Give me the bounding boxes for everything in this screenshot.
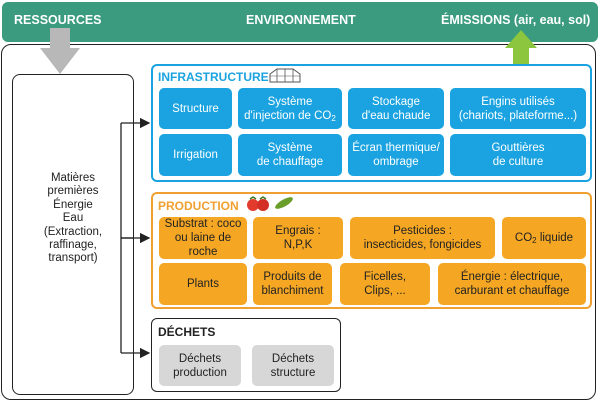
card-label: Produits de [263,271,322,283]
card-label-text: CO [514,232,533,244]
card-co2-injection: Système d'injection de CO2 [238,88,342,129]
card-label: Irrigation [173,149,218,161]
resources-line: (Extraction, [43,225,103,238]
card-structure-waste: Déchets structure [252,345,334,386]
resources-label: RESSOURCES [14,13,102,27]
card-liquid-co2: CO2 liquide [502,217,586,259]
resources-line: raffinage, [49,239,97,252]
card-production-waste: Déchets production [159,345,241,386]
card-pesticides: Pesticides : insecticides, fongicides [350,217,495,259]
card-label: N,P,K [283,239,313,251]
card-label: Écran thermique/ [352,142,440,154]
card-label: Ficelles, [363,271,407,283]
production-title: PRODUCTION [158,199,239,213]
card-gutters: Gouttières de culture [450,134,586,176]
card-label: ou laine de roche [174,232,232,258]
card-heating-system: Système de chauffage [238,134,342,176]
card-label: Substrat : coco [164,218,242,230]
card-label: Engins utilisés [481,95,555,108]
resources-line: Matières [50,172,96,184]
card-label-text: d'injection de CO [244,109,332,122]
card-irrigation: Irrigation [159,134,232,176]
card-label: Pesticides : [393,225,452,237]
card-label: Plants [187,278,219,290]
infrastructure-title: INFRASTRUCTURE [158,70,269,84]
emissions-label: ÉMISSIONS (air, eau, sol) [441,13,591,27]
card-label: Déchets [178,352,222,365]
card-strings-clips: Ficelles, Clips, ... [340,263,430,305]
card-label: (chariots, plateforme...) [458,109,578,122]
card-structure: Structure [159,88,232,129]
resources-line: transport) [48,252,98,265]
card-label: blanchiment [261,285,324,297]
card-thermal-screen: Écran thermique/ ombrage [348,134,444,176]
waste-title: DÉCHETS [158,325,216,339]
card-label-text: liquide [536,232,574,244]
card-label: structure [270,366,316,379]
card-machines: Engins utilisés (chariots, plateforme...… [450,88,586,129]
card-label: Gouttières [491,142,545,154]
subscript: 2 [331,113,336,123]
card-label: carburant et chauffage [454,285,570,297]
resources-line: premières [47,185,99,198]
resources-text: Matières premières Énergie Eau (Extracti… [12,172,134,266]
resources-line: Énergie [53,198,93,211]
card-label: de culture [492,156,544,168]
environment-band [2,2,598,42]
resources-box [12,74,134,395]
greenhouse-icon [269,68,301,83]
subscript: 2 [532,236,537,245]
card-label: ombrage [373,156,419,168]
card-fertilizers: Engrais : N,P,K [253,217,343,259]
card-label: Énergie : électrique, [460,271,564,283]
system-boundary-frame [1,44,596,400]
card-label: de chauffage [256,156,324,168]
card-bleaching-products: Produits de blanchiment [253,263,332,305]
card-label: d'eau chaude [361,109,431,122]
card-label: d'injection de CO2 [244,109,336,123]
card-hot-water-storage: Stockage d'eau chaude [348,88,444,129]
card-label: Engrais : [275,225,321,237]
card-label: insecticides, fongicides [363,239,482,251]
environment-label: ENVIRONNEMENT [246,13,356,27]
card-label: Système [267,142,313,154]
card-plants: Plants [159,263,247,305]
vegetables-icon [247,196,293,211]
card-label: Système [267,95,313,108]
card-label: Clips, ... [364,285,406,297]
resources-line: Eau [62,212,84,225]
card-label: Déchets [271,352,315,365]
card-substrate: Substrat : coco ou laine de roche [159,217,247,259]
card-label: production [173,366,227,379]
card-energy: Énergie : électrique, carburant et chauf… [438,263,586,305]
input-arrow-icon [40,28,80,74]
card-label: Stockage [372,95,420,108]
card-label: CO2 liquide [515,231,573,245]
card-label: Structure [172,102,219,115]
